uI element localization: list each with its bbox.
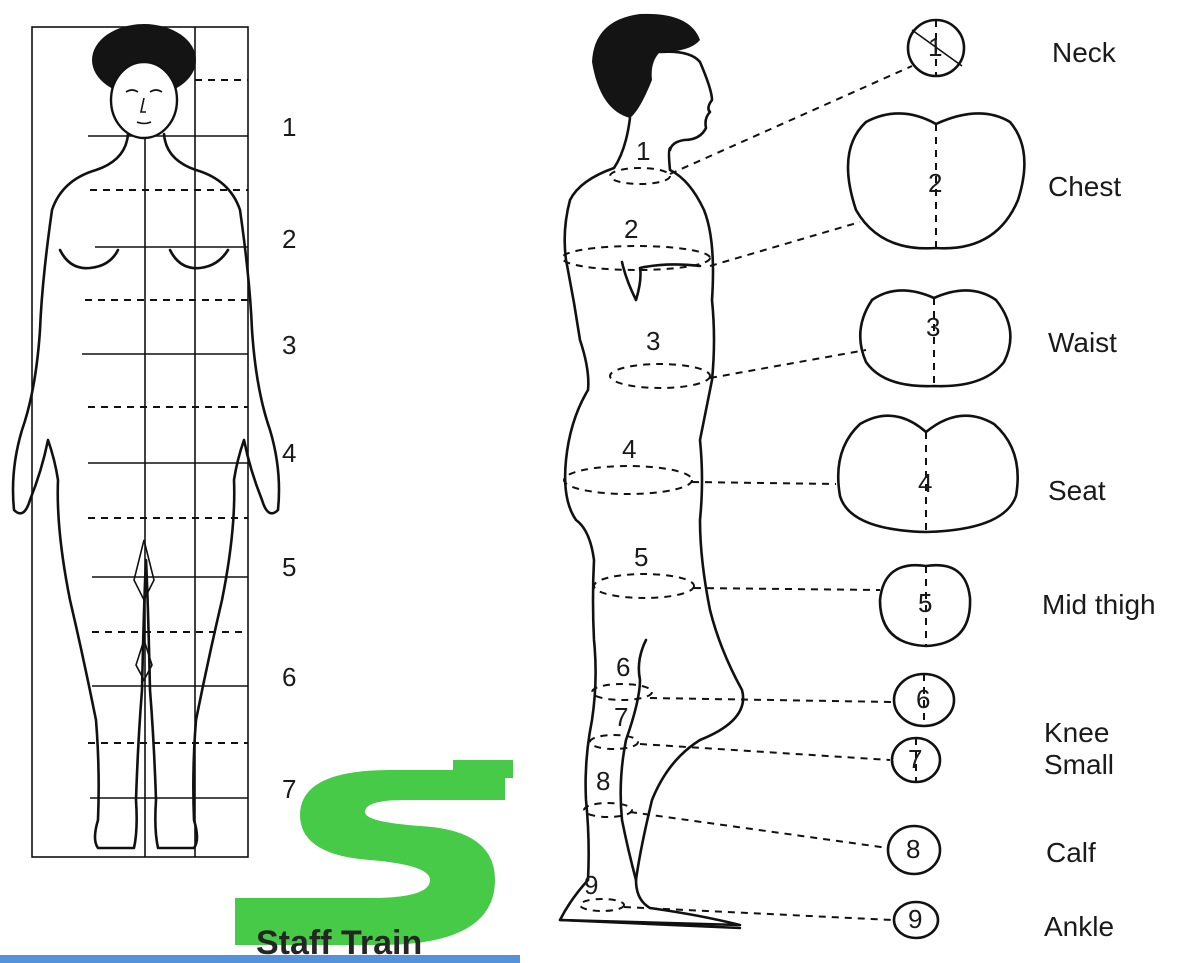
side-girth-rings <box>562 168 710 911</box>
side-number-6: 6 <box>616 652 630 682</box>
side-number-9: 9 <box>584 870 598 900</box>
section-number-1: 1 <box>928 32 942 62</box>
cross-section-mid-thigh: 5 Mid thigh <box>880 565 1156 646</box>
section-number-3: 3 <box>926 312 940 342</box>
section-label-calf: Calf <box>1046 837 1096 868</box>
front-body-outline <box>13 134 279 848</box>
section-label-seat: Seat <box>1048 475 1106 506</box>
section-number-6: 6 <box>916 684 930 714</box>
side-number-1: 1 <box>636 136 650 166</box>
section-label-mid-thigh: Mid thigh <box>1042 589 1156 620</box>
cross-section-chest: 2 Chest <box>848 113 1121 248</box>
watermark-footer-bar <box>0 955 520 963</box>
section-label-waist: Waist <box>1048 327 1117 358</box>
watermark-logo: Staff Train <box>0 760 520 963</box>
front-breast-right <box>170 250 228 268</box>
cross-section-neck: 1 Neck <box>908 20 1117 76</box>
front-level-3: 3 <box>282 330 296 360</box>
section-number-9: 9 <box>908 904 922 934</box>
side-number-7: 7 <box>614 702 628 732</box>
cross-sections: 1 Neck 2 Chest 3 Waist 4 Seat 5 <box>838 20 1155 942</box>
leader-lines <box>624 66 912 920</box>
side-hair <box>592 14 700 118</box>
front-level-6: 6 <box>282 662 296 692</box>
front-level-7: 7 <box>282 774 296 804</box>
cross-section-ankle: 9 Ankle <box>894 902 1114 942</box>
side-number-3: 3 <box>646 326 660 356</box>
side-face <box>660 52 712 150</box>
cross-section-calf: 8 Calf <box>888 826 1096 874</box>
side-body-numbers: 1 2 3 4 5 6 7 8 9 <box>584 136 660 900</box>
section-number-8: 8 <box>906 834 920 864</box>
front-figure: 1 2 3 4 5 6 7 <box>13 24 296 857</box>
cross-section-waist: 3 Waist <box>860 290 1117 386</box>
section-label-knee: Knee <box>1044 717 1109 748</box>
front-level-numbers: 1 2 3 4 5 6 7 <box>282 112 296 804</box>
front-level-5: 5 <box>282 552 296 582</box>
section-label-chest: Chest <box>1048 171 1121 202</box>
front-solid-lines <box>82 136 248 798</box>
side-number-8: 8 <box>596 766 610 796</box>
side-body-outline <box>560 118 743 925</box>
section-number-2: 2 <box>928 168 942 198</box>
cross-section-seat: 4 Seat <box>838 416 1106 532</box>
front-level-2: 2 <box>282 224 296 254</box>
side-number-4: 4 <box>622 434 636 464</box>
cross-section-knee: 6 Knee <box>894 674 1109 748</box>
section-number-7: 7 <box>908 744 922 774</box>
front-breast-left <box>60 250 118 268</box>
section-number-5: 5 <box>918 588 932 618</box>
side-number-2: 2 <box>624 214 638 244</box>
front-level-1: 1 <box>282 112 296 142</box>
section-label-ankle: Ankle <box>1044 911 1114 942</box>
front-dashed-lines <box>85 80 248 743</box>
side-arm <box>622 262 700 300</box>
side-figure: 1 2 3 4 5 6 7 8 9 <box>560 14 912 928</box>
section-number-4: 4 <box>918 468 932 498</box>
section-label-neck: Neck <box>1052 37 1117 68</box>
section-label-small: Small <box>1044 749 1114 780</box>
front-level-4: 4 <box>282 438 296 468</box>
side-number-5: 5 <box>634 542 648 572</box>
